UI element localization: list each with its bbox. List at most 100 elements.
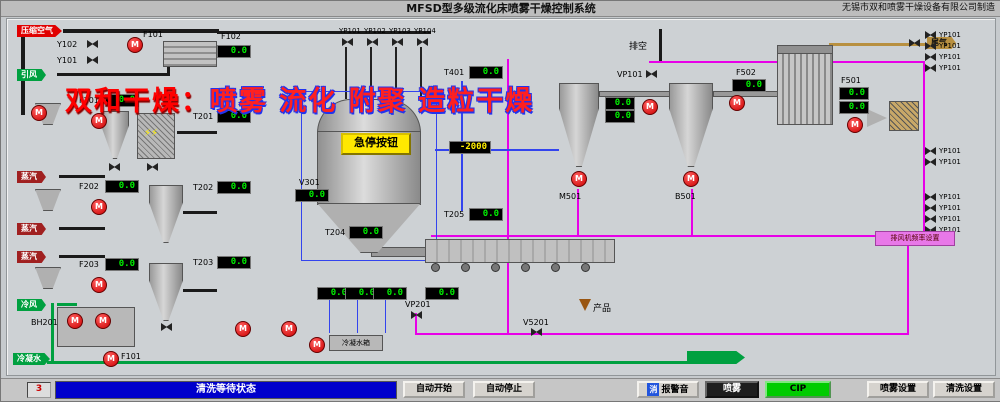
valve-vp101-icon[interactable] — [646, 70, 657, 79]
auto-start-button[interactable]: 自动开始 — [403, 381, 465, 398]
pump-f501-icon[interactable]: M — [847, 117, 863, 133]
exhaust-silencer — [889, 101, 919, 131]
right-valve-icon[interactable] — [925, 42, 936, 51]
label-bh201: BH201 — [31, 318, 58, 327]
spray-settings-button[interactable]: 喷雾设置 — [867, 381, 929, 398]
pump-f101-bottom-icon[interactable]: M — [103, 351, 119, 367]
valve-unit1-a-icon[interactable] — [109, 163, 120, 172]
bag-filter[interactable] — [777, 53, 833, 125]
flow-tag-induced-draft: 引风 — [17, 69, 46, 81]
valve-v5201-icon[interactable] — [531, 328, 542, 337]
right-valve-icon[interactable] — [925, 226, 936, 235]
fan-frequency-legend[interactable]: 排风机频率设置 — [875, 231, 955, 246]
heater-lightning-icon: ⚡⚡ — [144, 128, 159, 139]
right-valve-icon[interactable] — [925, 158, 936, 167]
pipe-cyclone-a-drop — [577, 189, 579, 235]
flow-tag-cold-air: 冷风 — [17, 299, 46, 311]
pump-center-icon[interactable]: M — [642, 99, 658, 115]
valve-yp104-icon[interactable] — [417, 38, 428, 47]
pipe-dome-feed-3 — [395, 47, 397, 99]
tower-selection-rect — [301, 91, 437, 261]
pipe-dome-feed-2 — [370, 47, 372, 99]
pipe-vent-bottom — [415, 333, 909, 335]
bottom-bar: 3 清洗等待状态 自动开始 自动停止 消报警音 喷雾 CIP 喷雾设置 清洗设置 — [1, 378, 1000, 401]
valve-unit3-icon[interactable] — [161, 323, 172, 332]
right-valve-icon[interactable] — [925, 193, 936, 202]
pump-unit2-icon[interactable]: M — [91, 199, 107, 215]
label-yp103: YP103 — [389, 27, 411, 35]
auto-stop-button[interactable]: 自动停止 — [473, 381, 535, 398]
pipe-exhaust — [829, 43, 925, 46]
pump-b501-icon[interactable]: M — [683, 171, 699, 187]
label-yp101: YP101 — [339, 27, 361, 35]
bed-wheel-icon — [521, 263, 530, 272]
display-label-t401: T401 — [444, 68, 465, 77]
display-t203: 0.0 — [217, 256, 251, 269]
flow-tag-steam-1: 蒸汽 — [17, 171, 46, 183]
pipe-steam-1 — [59, 175, 105, 178]
discharge-arrow-icon — [687, 351, 745, 364]
cip-button[interactable]: CIP — [765, 381, 831, 398]
pipe-vent-center — [507, 59, 509, 333]
valve-exhaust-icon[interactable] — [909, 39, 920, 48]
pump-m501-icon[interactable]: M — [571, 171, 587, 187]
pump-unit1-icon[interactable]: M — [91, 113, 107, 129]
mixer-1-icon[interactable]: M — [67, 313, 83, 329]
right-valve-icon[interactable] — [925, 204, 936, 213]
right-valve-label: YP101 — [939, 204, 961, 212]
mixer-2-icon[interactable]: M — [95, 313, 111, 329]
right-valve-icon[interactable] — [925, 31, 936, 40]
tank-bh201[interactable] — [57, 307, 135, 347]
emergency-stop-button[interactable]: 急停按钮 — [341, 133, 411, 155]
right-valve-icon[interactable] — [925, 215, 936, 224]
valve-unit1-b-icon[interactable] — [147, 163, 158, 172]
right-valve-icon[interactable] — [925, 147, 936, 156]
right-valve-label: YP101 — [939, 193, 961, 201]
pump-bottom-a-icon[interactable]: M — [235, 321, 251, 337]
pipe-top-main — [217, 31, 431, 34]
heat-exchanger[interactable] — [163, 41, 217, 67]
bed-wheel-icon — [581, 263, 590, 272]
heater-unit1[interactable] — [137, 113, 175, 159]
valve-yp102-icon[interactable] — [367, 38, 378, 47]
mute-alarm-button[interactable]: 消报警音 — [637, 381, 699, 398]
valve-vp201-icon[interactable] — [411, 311, 422, 320]
label-b501: B501 — [675, 192, 696, 201]
manufacturer-label: 无锡市双和喷雾干燥设备有限公司制造 — [841, 3, 995, 13]
valve-y102-icon[interactable] — [87, 40, 98, 49]
valve-yp101-icon[interactable] — [342, 38, 353, 47]
right-valve-label: YP101 — [939, 31, 961, 39]
valve-y101-icon[interactable] — [87, 56, 98, 65]
valve-yp103-icon[interactable] — [392, 38, 403, 47]
pump-bottom-b-icon[interactable]: M — [281, 321, 297, 337]
flow-tag-steam-3: 蒸汽 — [17, 251, 46, 263]
right-valve-label: YP101 — [939, 147, 961, 155]
tower-dome — [317, 99, 421, 133]
display-bed-4: 0.0 — [425, 287, 459, 300]
right-valve-icon[interactable] — [925, 64, 936, 73]
clean-settings-button[interactable]: 清洗设置 — [933, 381, 995, 398]
display-vacuum: -2000 — [449, 141, 491, 154]
mute-icon: 消 — [647, 383, 660, 396]
pump-f101-icon[interactable]: M — [127, 37, 143, 53]
fluid-bed[interactable] — [425, 239, 615, 263]
label-yp102: YP102 — [364, 27, 386, 35]
pipe-green-left — [51, 303, 54, 363]
display-label-t202: T202 — [193, 183, 214, 192]
spray-button[interactable]: 喷雾 — [705, 381, 759, 398]
display-label-f102: F102 — [221, 32, 241, 41]
pipe-blue-drop-2 — [357, 299, 358, 333]
pipe-green-bottom — [47, 361, 689, 364]
pump-left-icon[interactable]: M — [31, 105, 47, 121]
pump-f502-icon[interactable]: M — [729, 95, 745, 111]
pump-condensate-icon[interactable]: M — [309, 337, 325, 353]
label-product: 产品 — [593, 304, 612, 314]
pipe-blue-drop-1 — [329, 299, 330, 333]
pump-unit3-icon[interactable]: M — [91, 277, 107, 293]
display-f201: 0.0 — [105, 94, 139, 107]
right-valve-label: YP101 — [939, 226, 961, 234]
display-f203: 0.0 — [105, 258, 139, 271]
right-valve-label: YP101 — [939, 42, 961, 50]
right-valve-icon[interactable] — [925, 53, 936, 62]
